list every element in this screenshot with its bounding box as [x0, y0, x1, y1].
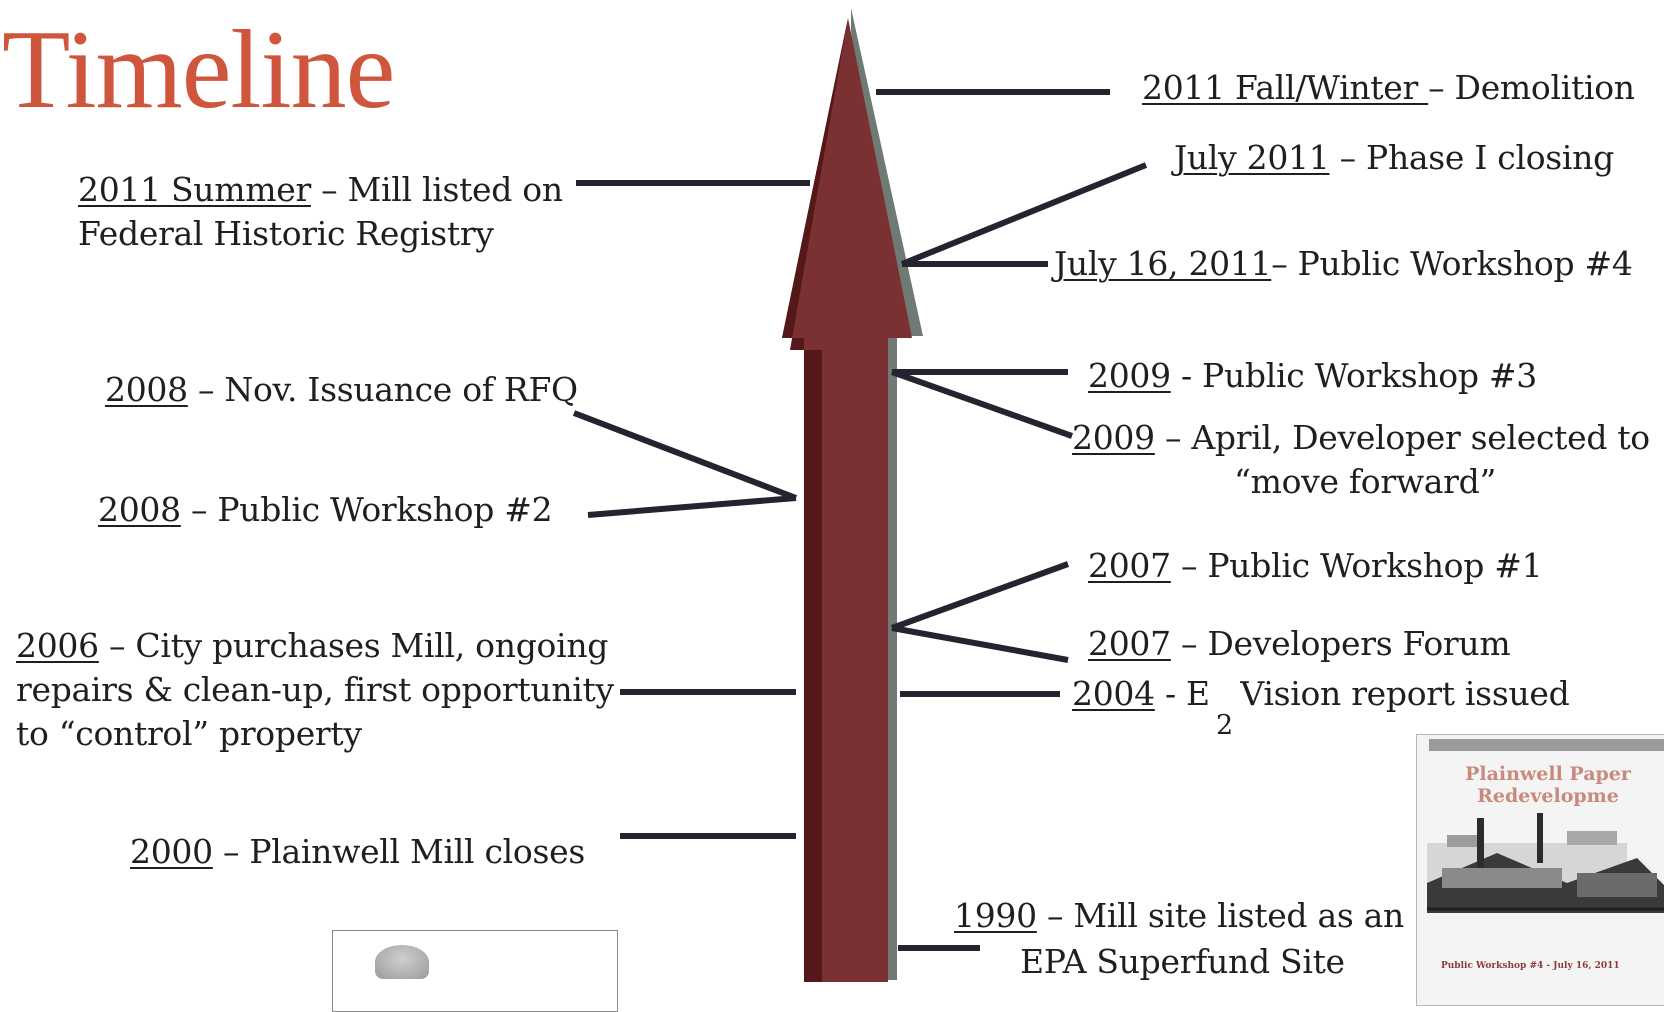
poster-footer: Public Workshop #4 - July 16, 2011: [1441, 961, 1620, 971]
event-date: July 16, 2011: [1054, 244, 1272, 283]
event-text-line2: repairs & clean-up, first opportunity: [16, 670, 614, 709]
event-text-line2: Federal Historic Registry: [78, 214, 494, 253]
arrow-dark-face: [782, 18, 848, 982]
event-text: – Demolition: [1428, 68, 1635, 107]
event-date: 1990: [954, 896, 1037, 935]
poster-title: Plainwell Paper Redevelopme: [1417, 763, 1664, 807]
event-2007-developers-forum: 2007 – Developers Forum: [1088, 622, 1511, 666]
event-2000: 2000 – Plainwell Mill closes: [130, 830, 585, 874]
connector-line: [890, 369, 1074, 439]
workshop-poster-image: Plainwell Paper Redevelopme Public Works…: [1416, 734, 1664, 1006]
connector-line: [900, 162, 1148, 267]
event-date: 2000: [130, 832, 213, 871]
event-text: – Public Workshop #1: [1181, 546, 1543, 585]
event-text: - Public Workshop #3: [1181, 356, 1537, 395]
event-2011-summer: 2011 Summer – Mill listed on Federal His…: [78, 168, 563, 256]
poster-header-bar: [1429, 739, 1664, 751]
event-text: - E Vision report issued: [1165, 674, 1570, 713]
event-2008-rfq: 2008 – Nov. Issuance of RFQ: [105, 368, 578, 412]
mill-sketch: [1427, 813, 1664, 913]
event-1990: 1990 – Mill site listed as an: [954, 894, 1404, 938]
event-date: 2009: [1088, 356, 1171, 395]
event-date: 2006: [16, 626, 99, 665]
connector-lines: [572, 89, 1148, 951]
event-date: 2007: [1088, 624, 1171, 663]
event-date: July 2011: [1174, 138, 1330, 177]
event-text: – Mill site listed as an: [1047, 896, 1404, 935]
water-tower-photo: [332, 930, 618, 1012]
event-2011-fall-winter: 2011 Fall/Winter – Demolition: [1142, 66, 1635, 110]
page-title: Timeline: [2, 8, 395, 132]
connector-line: [572, 410, 798, 501]
event-1990-line2: EPA Superfund Site: [1020, 940, 1345, 984]
event-text: – Developers Forum: [1181, 624, 1511, 663]
poster-title-line2: Redevelopme: [1477, 785, 1619, 807]
event-text: – Phase I closing: [1339, 138, 1615, 177]
event-text: – Public Workshop #2: [191, 490, 553, 529]
event-text-line2: “move forward”: [1234, 462, 1497, 501]
event-date: 2009: [1072, 418, 1155, 457]
event-date: 2008: [105, 370, 188, 409]
poster-title-line1: Plainwell Paper: [1465, 763, 1631, 785]
event-july-16-2011: July 16, 2011– Public Workshop #4: [1054, 242, 1633, 286]
event-text: – Nov. Issuance of RFQ: [198, 370, 578, 409]
event-text: – April, Developer selected to: [1165, 418, 1650, 457]
event-text-line2: EPA Superfund Site: [1020, 942, 1345, 981]
event-text: – City purchases Mill, ongoing: [109, 626, 609, 665]
connector-line: [890, 561, 1070, 631]
event-july-2011: July 2011 – Phase I closing: [1174, 136, 1614, 180]
event-2008-workshop-2: 2008 – Public Workshop #2: [98, 488, 553, 532]
event-text: – Public Workshop #4: [1271, 244, 1633, 283]
event-text: – Plainwell Mill closes: [223, 832, 585, 871]
event-date: 2004: [1072, 674, 1155, 713]
event-2006: 2006 – City purchases Mill, ongoing repa…: [16, 624, 614, 756]
connector-line: [891, 625, 1069, 663]
event-date: 2011 Summer: [78, 170, 311, 209]
water-tower-shape: [375, 945, 429, 979]
event-text-line3: to “control” property: [16, 714, 362, 753]
event-text: – Mill listed on: [321, 170, 563, 209]
event-2009-developer-selected: 2009 – April, Developer selected to: [1072, 416, 1650, 460]
event-2009-move-forward: “move forward”: [1234, 460, 1496, 504]
event-date: 2007: [1088, 546, 1171, 585]
event-date: 2008: [98, 490, 181, 529]
event-2007-workshop-1: 2007 – Public Workshop #1: [1088, 544, 1543, 588]
event-date: 2011 Fall/Winter: [1142, 68, 1429, 107]
event-2004: 2004 - E Vision report issued: [1072, 672, 1570, 716]
connector-line: [587, 495, 797, 518]
event-2004-subscript: 2: [1216, 710, 1234, 741]
event-2009-workshop-3: 2009 - Public Workshop #3: [1088, 354, 1537, 398]
timeline-diagram: [572, 8, 1148, 982]
